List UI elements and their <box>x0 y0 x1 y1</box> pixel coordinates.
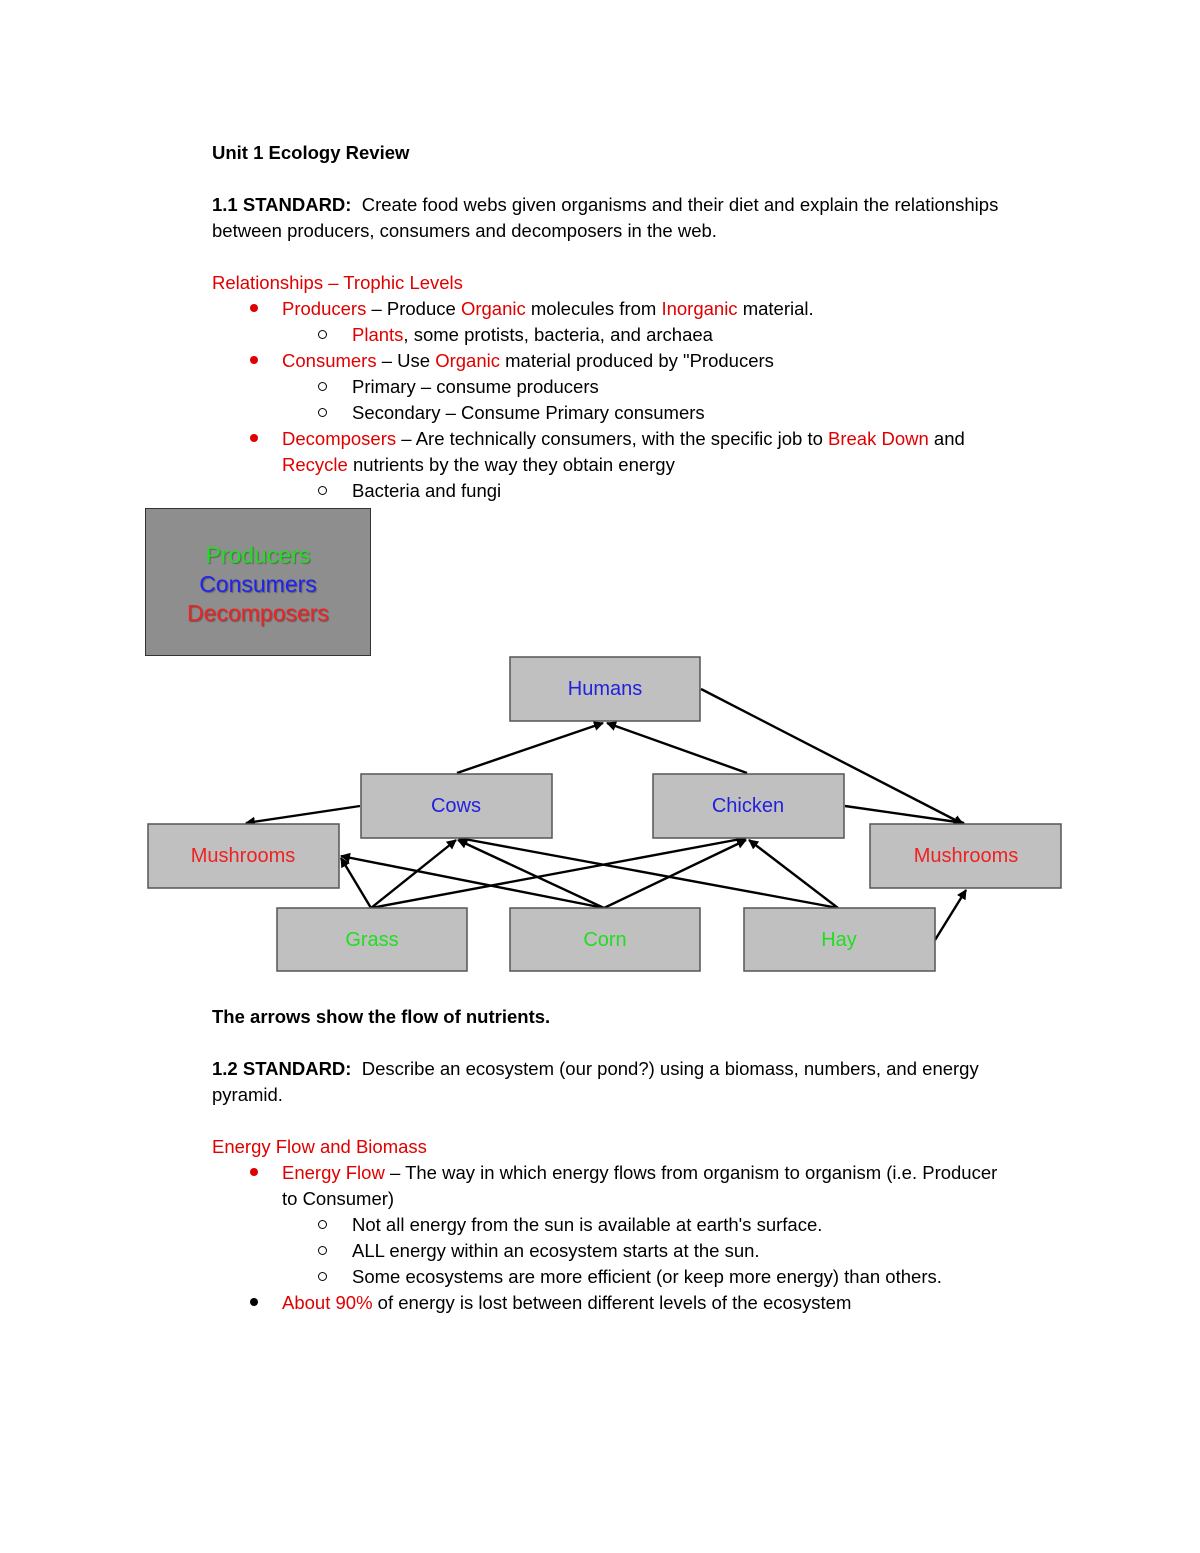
text: – Are technically consumers, with the sp… <box>396 428 829 449</box>
standard-text: Describe an ecosystem (our pond?) using … <box>361 1058 979 1079</box>
standard-1-1: 1.1 STANDARD: Create food webs given org… <box>212 192 998 218</box>
list-subitem-energy-3: Some ecosystems are more efficient (or k… <box>352 1266 942 1287</box>
term-recycle: Recycle <box>282 454 348 475</box>
arrow-hay-chicken <box>748 839 839 909</box>
node-label: Mushrooms <box>914 845 1018 867</box>
circle-bullet-icon <box>318 486 327 495</box>
legend-box: Producers Consumers Decomposers <box>145 508 371 656</box>
arrow-corn-cows <box>457 838 605 910</box>
arrow-grass-cows <box>370 839 457 909</box>
bullet-icon <box>250 1298 258 1306</box>
term-decomposers: Decomposers <box>282 428 397 449</box>
arrows <box>245 687 968 941</box>
arrow-chicken-humans <box>606 721 748 775</box>
node-label: Humans <box>568 678 642 700</box>
legend-consumers: Consumers <box>199 571 317 597</box>
node-label: Chicken <box>712 795 784 817</box>
node-mushrooms-left: Mushrooms <box>147 823 340 889</box>
arrow-chicken-mushrooms <box>844 804 965 827</box>
arrow-grass-chicken <box>370 834 747 910</box>
arrow-corn-chicken <box>603 838 747 910</box>
text: molecules from <box>525 298 662 319</box>
standard-1-1-cont: between producers, consumers and decompo… <box>212 220 717 241</box>
term-inorganic: Inorganic <box>661 298 738 319</box>
term-organic: Organic <box>435 350 500 371</box>
node-mushrooms-right: Mushrooms <box>869 823 1062 889</box>
term-break-down: Break Down <box>828 428 929 449</box>
node-label: Cows <box>431 795 481 817</box>
legend-decomposers: Decomposers <box>187 600 329 626</box>
node-chicken: Chicken <box>652 773 845 839</box>
list-item-consumers: Consumers – Use Organic material produce… <box>282 348 774 374</box>
text: and <box>928 428 965 449</box>
text: – Use <box>376 350 436 371</box>
list-subitem-secondary: Secondary – Consume Primary consumers <box>352 402 705 423</box>
node-corn: Corn <box>509 907 701 972</box>
list-item-energy-flow: Energy Flow – The way in which energy fl… <box>282 1160 997 1186</box>
circle-bullet-icon <box>318 1272 327 1281</box>
list-subitem-primary: Primary – consume producers <box>352 376 599 397</box>
node-hay: Hay <box>743 907 936 972</box>
standard-1-2: 1.2 STANDARD: Describe an ecosystem (our… <box>212 1056 979 1082</box>
circle-bullet-icon <box>318 330 327 339</box>
node-label: Corn <box>583 929 626 951</box>
standard-1-2-cont: pyramid. <box>212 1084 283 1105</box>
bullet-icon <box>250 434 258 442</box>
text: – Produce <box>366 298 461 319</box>
section-heading-energy: Energy Flow and Biomass <box>212 1136 427 1157</box>
bullet-icon <box>250 304 258 312</box>
arrow-hay-cows <box>458 834 839 910</box>
node-label: Hay <box>821 929 857 951</box>
node-label: Mushrooms <box>191 845 295 867</box>
list-subitem-energy-1: Not all energy from the sun is available… <box>352 1214 823 1235</box>
list-item-energy-flow-cont: to Consumer) <box>282 1188 395 1209</box>
list-item-decomposers: Decomposers – Are technically consumers,… <box>282 426 965 452</box>
node-cows: Cows <box>360 773 553 839</box>
list-item-about-90: About 90% of energy is lost between diff… <box>282 1290 851 1316</box>
standard-label: 1.2 STANDARD: <box>212 1058 352 1079</box>
standard-text: Create food webs given organisms and the… <box>361 194 999 215</box>
arrow-cows-mushrooms <box>245 804 361 827</box>
section-heading-trophic: Relationships – Trophic Levels <box>212 272 463 293</box>
arrow-hay-mushrooms <box>933 889 968 941</box>
circle-bullet-icon <box>318 1246 327 1255</box>
list-item-decomposers-cont: Recycle nutrients by the way they obtain… <box>282 452 675 478</box>
arrow-cows-humans <box>456 721 604 775</box>
text: of energy is lost between different leve… <box>372 1292 852 1313</box>
list-item-producers: Producers – Produce Organic molecules fr… <box>282 296 814 322</box>
term-plants: Plants <box>352 324 404 345</box>
text: – The way in which energy flows from org… <box>384 1162 998 1183</box>
circle-bullet-icon <box>318 1220 327 1229</box>
bullet-icon <box>250 356 258 364</box>
circle-bullet-icon <box>318 408 327 417</box>
term-consumers: Consumers <box>282 350 377 371</box>
term-about-90: About 90% <box>282 1292 373 1313</box>
page-title: Unit 1 Ecology Review <box>212 142 410 163</box>
standard-label: 1.1 STANDARD: <box>212 194 352 215</box>
node-grass: Grass <box>276 907 468 972</box>
node-humans: Humans <box>509 656 701 722</box>
circle-bullet-icon <box>318 382 327 391</box>
arrow-corn-mushrooms <box>340 852 605 910</box>
term-organic: Organic <box>460 298 526 319</box>
term-energy-flow: Energy Flow <box>282 1162 385 1183</box>
text: material produced by "Producers <box>499 350 774 371</box>
term-producers: Producers <box>282 298 367 319</box>
legend-producers: Producers <box>205 542 311 568</box>
bullet-icon <box>250 1168 258 1176</box>
diagram-caption: The arrows show the flow of nutrients. <box>212 1006 551 1027</box>
list-subitem-plants: Plants, some protists, bacteria, and arc… <box>352 322 713 348</box>
list-subitem-energy-2: ALL energy within an ecosystem starts at… <box>352 1240 760 1261</box>
text: nutrients by the way they obtain energy <box>347 454 675 475</box>
text: material. <box>737 298 814 319</box>
list-subitem-bacteria: Bacteria and fungi <box>352 480 502 501</box>
arrow-grass-mushrooms <box>339 857 373 909</box>
arrow-humans-mushrooms <box>700 687 964 826</box>
text: , some protists, bacteria, and archaea <box>403 324 713 345</box>
node-label: Grass <box>345 929 398 951</box>
